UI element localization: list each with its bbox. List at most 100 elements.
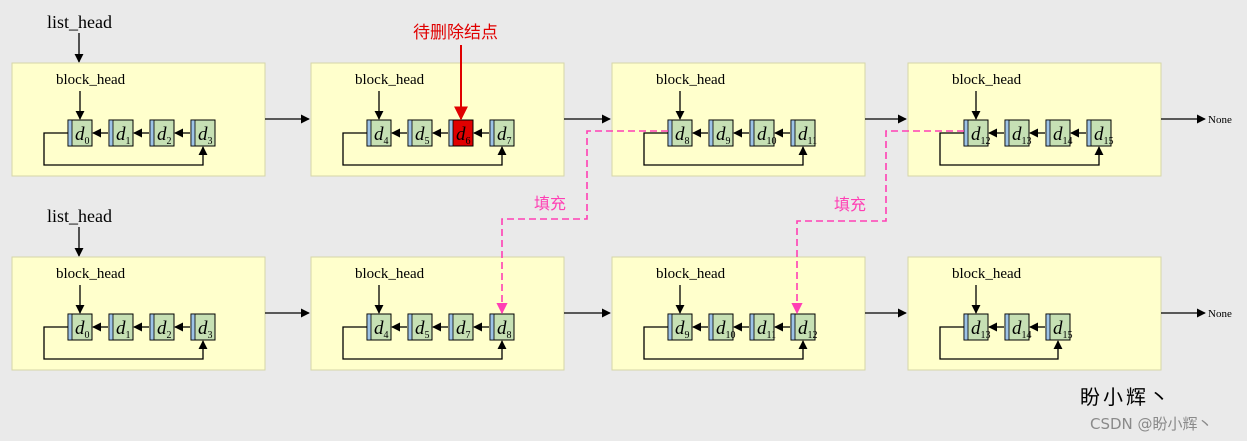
node-stripe <box>149 313 155 341</box>
node-subscript: 1 <box>126 136 131 147</box>
node-subscript: 11 <box>767 330 777 341</box>
fill-path-left <box>496 130 668 315</box>
node-subscript: 1 <box>126 330 131 341</box>
node-stripe <box>749 313 755 341</box>
block-box <box>310 62 565 177</box>
node-subscript: 9 <box>726 136 731 147</box>
node-stripe <box>667 119 673 147</box>
block-head-label: block_head <box>952 72 1022 88</box>
node-subscript: 8 <box>685 136 690 147</box>
block-head-label: block_head <box>56 72 126 88</box>
node-subscript: 6 <box>466 136 471 147</box>
circular-link-arrow <box>939 326 1063 360</box>
node-stripe <box>190 313 196 341</box>
node-stripe <box>1004 119 1010 147</box>
block-box <box>907 62 1162 177</box>
csdn-watermark: CSDN @盼小辉丶 <box>1090 415 1213 433</box>
node-stripe <box>708 313 714 341</box>
block-box <box>11 62 266 177</box>
node-stripe <box>448 313 454 341</box>
node-stripe <box>448 119 454 147</box>
node-stripe <box>67 313 73 341</box>
node-subscript: 12 <box>981 136 991 147</box>
circular-link-arrow <box>342 326 507 360</box>
node-stripe <box>108 313 114 341</box>
node-subscript: 12 <box>808 330 818 341</box>
node-subscript: 5 <box>425 136 430 147</box>
node-stripe <box>407 313 413 341</box>
node-subscript: 0 <box>85 330 90 341</box>
circular-link-arrow <box>643 326 808 360</box>
node-subscript: 15 <box>1104 136 1114 147</box>
none-label-row2: None <box>1208 308 1232 320</box>
block-head-label: block_head <box>656 266 726 282</box>
node-subscript: 11 <box>808 136 818 147</box>
node-stripe <box>366 119 372 147</box>
fill-path-right <box>791 130 964 315</box>
node-stripe <box>108 119 114 147</box>
block-box <box>611 62 866 177</box>
circular-link-arrow <box>43 326 208 360</box>
node-stripe <box>708 119 714 147</box>
circular-link-arrow <box>643 132 808 166</box>
fill-label-right: 填充 <box>834 195 866 214</box>
node-subscript: 0 <box>85 136 90 147</box>
node-subscript: 9 <box>685 330 690 341</box>
block-head-label: block_head <box>355 266 425 282</box>
list-head-label-row2: list_head <box>47 206 112 226</box>
block-head-label: block_head <box>952 266 1022 282</box>
block-box <box>611 256 866 371</box>
node-subscript: 7 <box>466 330 471 341</box>
node-stripe <box>1045 313 1051 341</box>
block-head-label: block_head <box>656 72 726 88</box>
node-stripe <box>963 313 969 341</box>
node-stripe <box>366 313 372 341</box>
node-subscript: 2 <box>167 330 172 341</box>
block-box <box>310 256 565 371</box>
node-stripe <box>1004 313 1010 341</box>
node-stripe <box>1086 119 1092 147</box>
author-signature: 盼小辉丶 <box>1080 386 1172 409</box>
node-subscript: 2 <box>167 136 172 147</box>
circular-link-arrow <box>939 132 1104 166</box>
list-head-label-row1: list_head <box>47 12 112 32</box>
block-box <box>11 256 266 371</box>
node-subscript: 3 <box>208 136 213 147</box>
node-subscript: 5 <box>425 330 430 341</box>
node-subscript: 14 <box>1022 330 1032 341</box>
node-subscript: 13 <box>1022 136 1032 147</box>
node-stripe <box>67 119 73 147</box>
node-subscript: 7 <box>507 136 512 147</box>
fill-label-left: 填充 <box>534 194 566 213</box>
block-head-label: block_head <box>56 266 126 282</box>
node-subscript: 10 <box>767 136 777 147</box>
node-subscript: 4 <box>384 330 389 341</box>
node-subscript: 15 <box>1063 330 1073 341</box>
node-subscript: 10 <box>726 330 736 341</box>
block-box <box>907 256 1162 371</box>
node-stripe <box>407 119 413 147</box>
node-stripe <box>489 313 495 341</box>
circular-link-arrow <box>342 132 507 166</box>
node-stripe <box>963 119 969 147</box>
none-label-row1: None <box>1208 114 1232 126</box>
node-subscript: 4 <box>384 136 389 147</box>
node-stripe <box>667 313 673 341</box>
node-stripe <box>790 313 796 341</box>
delete-node-label: 待删除结点 <box>413 23 498 43</box>
node-stripe <box>790 119 796 147</box>
node-stripe <box>749 119 755 147</box>
node-stripe <box>149 119 155 147</box>
node-subscript: 13 <box>981 330 991 341</box>
node-subscript: 8 <box>507 330 512 341</box>
node-subscript: 14 <box>1063 136 1073 147</box>
circular-link-arrow <box>43 132 208 166</box>
node-stripe <box>190 119 196 147</box>
block-head-label: block_head <box>355 72 425 88</box>
node-stripe <box>1045 119 1051 147</box>
node-subscript: 3 <box>208 330 213 341</box>
node-stripe <box>489 119 495 147</box>
